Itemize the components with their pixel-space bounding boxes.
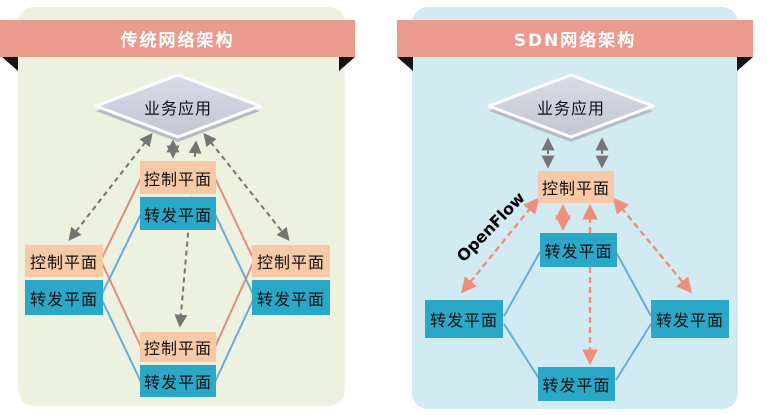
sdn-controller-control-plane: 控制平面 xyxy=(538,171,614,203)
left-bottom-forward-plane: 转发平面 xyxy=(140,365,216,397)
sdn-west-forward-plane: 转发平面 xyxy=(425,300,503,338)
traditional-panel-title: 传统网络架构 xyxy=(0,20,355,57)
right-forward-ring-lines xyxy=(503,251,652,381)
left-west-forward-plane: 转发平面 xyxy=(25,280,103,315)
right-app-control-arrows xyxy=(541,137,609,169)
sdn-east-forward-plane: 转发平面 xyxy=(651,300,729,338)
left-top-forward-plane: 转发平面 xyxy=(140,197,216,230)
left-east-control-plane: 控制平面 xyxy=(252,245,330,277)
business-app-label: 业务应用 xyxy=(536,99,605,118)
openflow-arrows xyxy=(461,197,692,366)
left-control-mesh-lines xyxy=(101,177,254,348)
left-bottom-control-plane: 控制平面 xyxy=(140,332,216,362)
sdn-panel-title: SDN网络架构 xyxy=(397,20,753,57)
business-app-diamond-left xyxy=(94,73,262,142)
business-app-label: 业务应用 xyxy=(143,99,212,118)
left-top-control-plane: 控制平面 xyxy=(140,161,216,194)
sdn-top-forward-plane: 转发平面 xyxy=(540,233,617,267)
sdn-bottom-forward-plane: 转发平面 xyxy=(538,367,615,401)
left-west-control-plane: 控制平面 xyxy=(25,245,103,277)
business-app-diamond-right xyxy=(487,73,655,142)
left-east-forward-plane: 转发平面 xyxy=(252,280,330,315)
left-forward-mesh-lines xyxy=(101,213,254,383)
